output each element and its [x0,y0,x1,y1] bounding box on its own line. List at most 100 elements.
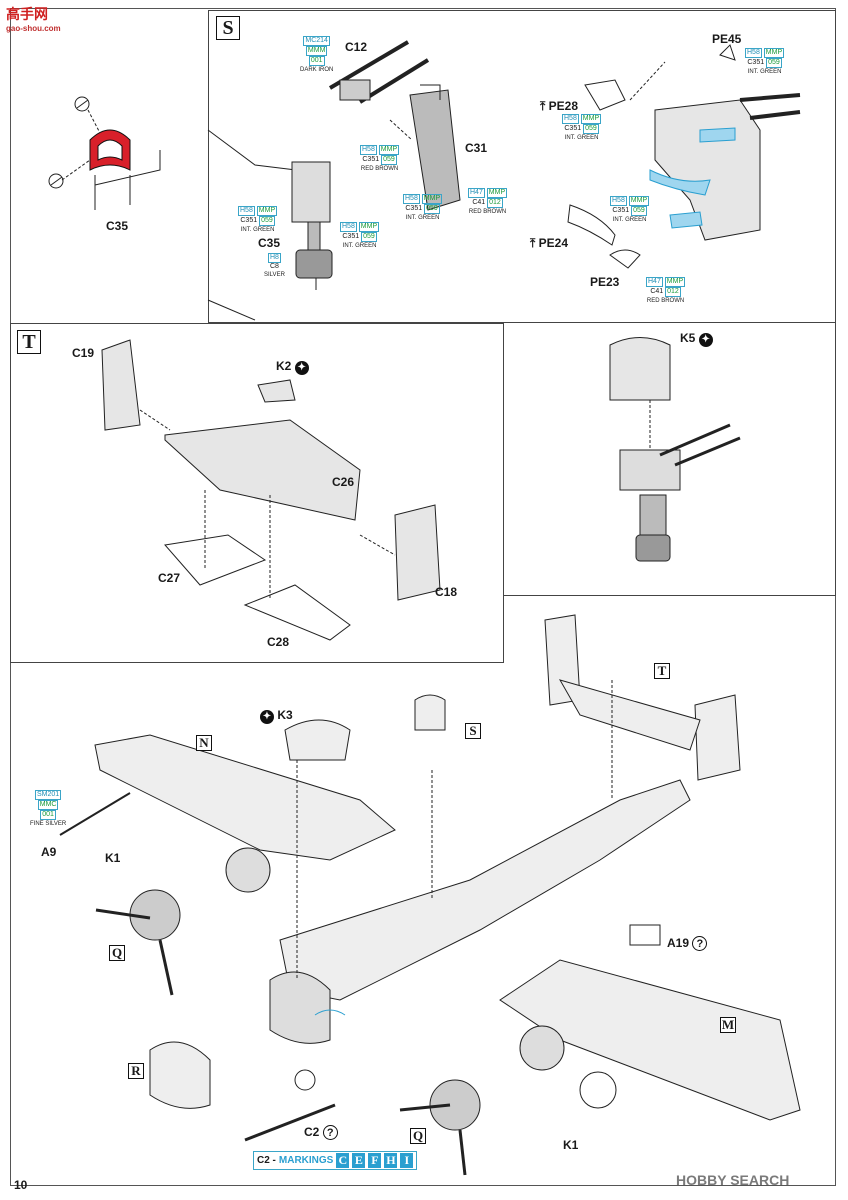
paint-code: MC214 [303,36,330,46]
ref-m: M [720,1017,736,1033]
paint-code: H58 [238,206,255,216]
marking-letter: I [400,1153,414,1168]
paint-code: C351 [362,156,380,163]
question-icon: ? [322,1125,338,1140]
paint-name: INT. GREEN [612,217,647,223]
ref-q: Q [109,945,125,961]
paint-code: C351 [612,207,630,214]
pe28-text: PE28 [548,99,579,113]
paint-name: INT. GREEN [405,215,440,221]
step-t-marker: T [17,330,41,354]
paint-name: FINE SILVER [30,821,67,827]
page-number: 10 [14,1178,28,1192]
paint-code: SM201 [35,790,62,800]
ref-n: N [196,735,212,751]
site-logo: 高手网 gao-shou.com [6,4,61,33]
paint-code: C41 [650,288,664,295]
part-label-k3: ✦ K3 [260,708,293,724]
paint-name: DARK IRON [300,67,334,73]
part-label-a9: A9 [41,845,57,859]
part-label-c12: C12 [345,40,368,54]
pe-parts-drawing [567,44,801,269]
paint-callout: MC214 MMM 001 DARK IRON [300,36,333,74]
paint-code: H47 [646,277,663,287]
part-label-k2: K2 ✦ [276,359,309,375]
paint-callout: H58 MMP C351 059 INT. GREEN [403,194,443,222]
aircraft-drawing [59,614,801,1176]
markings-word: MARKINGS [278,1155,334,1166]
paint-code: H58 [745,48,762,58]
c31-drawing [389,84,461,211]
tail-stabilizer-drawing [101,339,441,641]
paint-code: C351 [405,205,423,212]
k2-text: K2 [276,359,292,373]
paint-code: MMP [358,222,380,232]
paint-name: RED BROWN [360,166,399,172]
paint-code: C41 [472,199,486,206]
paint-name: INT. GREEN [564,135,599,141]
paint-code: 012 [487,198,503,208]
paint-callout: H58 MMP C351 059 INT. GREEN [238,206,278,234]
step-s-marker: S [216,16,240,40]
paint-code: H58 [360,145,377,155]
part-label-c26: C26 [332,475,355,489]
paint-code: MMP [256,206,278,216]
paint-callout: H58 MMP C351 059 INT. GREEN [562,114,602,142]
paint-name: INT. GREEN [747,69,782,75]
paint-code: 059 [381,155,397,165]
paint-code: MMM [305,46,328,56]
part-label-c27: C27 [158,571,181,585]
paint-code: C8 [269,263,279,270]
c35-mount-drawing [291,161,333,290]
paint-code: H58 [610,196,627,206]
part-label-c2: C2 ? [304,1125,338,1140]
paint-callout: H8 C8 SILVER [264,253,285,279]
part-label-c18: C18 [435,585,458,599]
marking-letter: C [336,1153,350,1168]
c2-text: C2 [304,1125,320,1139]
logo-subtitle: gao-shou.com [6,24,61,33]
paint-callout: H58 MMP C351 059 INT. GREEN [340,222,380,250]
part-label-pe23: PE23 [590,275,620,289]
paint-code: 012 [665,287,681,297]
paint-code: H8 [267,253,281,263]
ref-s: S [465,723,481,739]
panel-k5 [504,323,836,596]
paint-code: H58 [403,194,420,204]
paint-code: H58 [340,222,357,232]
c35-detail-drawing [48,96,161,210]
part-label-c19: C19 [72,346,95,360]
c12-gun-drawing [328,40,430,104]
k5-text: K5 [680,331,696,345]
marking-letter: F [368,1153,382,1168]
paint-code: 059 [361,232,377,242]
photo-etch-arrow-icon: ⤒ [530,236,536,250]
paint-code: H58 [562,114,579,124]
paint-code: C351 [342,233,360,240]
markings-part-label: C2 - [257,1155,276,1166]
paint-code: 059 [424,204,440,214]
paint-name: RED BROWN [646,298,685,304]
paint-code: MMP [421,194,443,204]
paint-code: H47 [468,188,485,198]
paint-callout: H47 MMP C41 012 RED BROWN [646,277,686,305]
logo-title: 高手网 [6,6,48,22]
part-label-c31: C31 [465,141,488,155]
part-label-c28: C28 [267,635,290,649]
paint-name: INT. GREEN [240,227,275,233]
paint-code: 001 [40,810,56,820]
paint-name: INT. GREEN [342,243,377,249]
markings-strip: C2 - MARKINGS C E F H I [253,1151,418,1170]
ref-t: T [654,663,670,679]
k3-text: K3 [277,708,293,722]
paint-callout: H58 MMP C351 059 INT. GREEN [610,196,650,224]
part-label-a19: A19 ? [667,936,708,951]
k5-turret-drawing [609,337,741,562]
paint-code: MMC [37,800,59,810]
paint-callout: SM201 MMC 001 FINE SILVER [30,790,66,828]
part-label-pe45: PE45 [712,32,742,46]
a19-text: A19 [667,936,690,950]
paint-code: C351 [240,217,258,224]
watermark: HOBBY SEARCH [676,1172,790,1188]
